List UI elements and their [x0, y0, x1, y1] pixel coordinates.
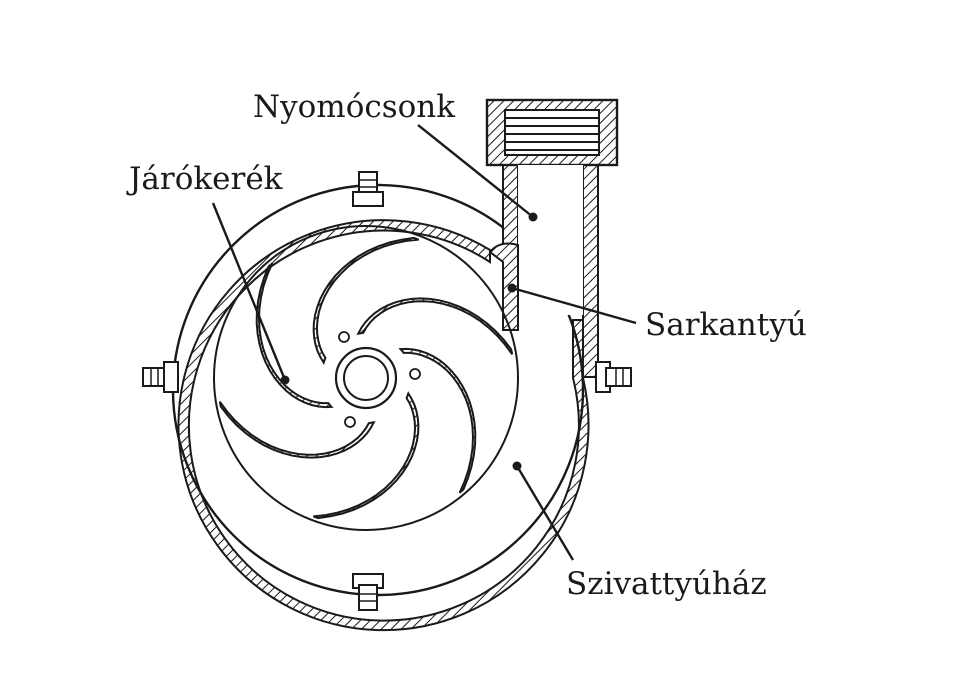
- thread-lines: [505, 117, 599, 151]
- impeller-vane: [356, 297, 514, 355]
- bolt-right: [595, 361, 632, 393]
- label-cutwater: Sarkantyú: [645, 307, 807, 343]
- balance-hole: [344, 416, 356, 428]
- leader-casing: [515, 465, 575, 561]
- leader-nozzle: [417, 124, 534, 218]
- label-impeller: Járókerék: [126, 161, 283, 197]
- bolts: [142, 171, 632, 611]
- bolt-bottom: [352, 573, 384, 611]
- label-pump-casing: Szivattyúház: [566, 566, 767, 602]
- leader-dot: [280, 375, 290, 385]
- cutwater: [488, 242, 519, 331]
- leader-lines: [211, 124, 637, 561]
- balance-hole: [338, 331, 350, 343]
- impeller-vane: [255, 262, 334, 409]
- balance-hole: [409, 368, 421, 380]
- bolt-left: [142, 361, 179, 393]
- leader-cutwater: [511, 286, 637, 325]
- hub-outer: [334, 346, 398, 410]
- leader-dot: [507, 283, 517, 293]
- impeller-vane: [218, 401, 376, 459]
- hub-inner: [343, 355, 389, 401]
- label-discharge-nozzle: Nyomócsonk: [253, 89, 455, 125]
- discharge-nozzle: [485, 98, 619, 378]
- nozzle-right-wall: [582, 154, 599, 378]
- impeller-vanes: [218, 236, 514, 520]
- bolt-top: [352, 171, 384, 207]
- impeller-vane: [312, 236, 419, 365]
- flange-thread: [504, 109, 600, 156]
- impeller-shroud: [213, 225, 519, 531]
- leader-impeller: [211, 202, 287, 381]
- nozzle-bore: [518, 165, 583, 315]
- impeller: [213, 225, 519, 531]
- impeller-vane: [398, 347, 477, 494]
- leader-dot: [528, 212, 538, 222]
- leader-dot: [512, 461, 522, 471]
- impeller-vane: [313, 391, 420, 520]
